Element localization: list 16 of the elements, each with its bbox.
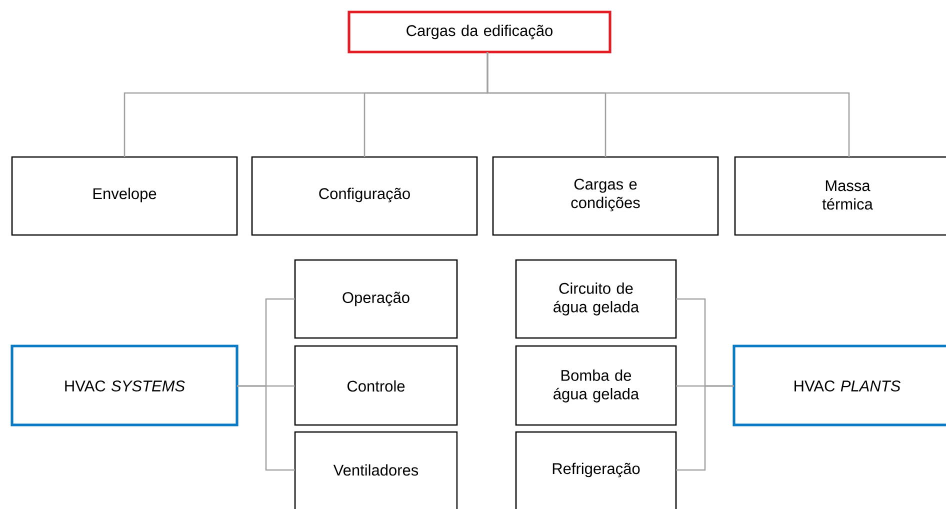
title-box: Cargas da edificação (348, 10, 612, 54)
process-box: Massa térmica (734, 156, 946, 236)
category-box: HVAC SYSTEMS (10, 344, 238, 426)
process-box: Circuito de água gelada (515, 259, 677, 339)
connector-line (486, 52, 850, 157)
process-box: Cargas e condições (492, 156, 719, 236)
process-box: Bomba de água gelada (515, 345, 677, 426)
connector-line (237, 385, 295, 471)
process-box: Controle (294, 345, 458, 426)
process-box: Refrigeração (515, 431, 677, 509)
category-box: HVAC PLANTS (732, 344, 946, 426)
process-box: Ventiladores (294, 431, 458, 509)
process-box: Envelope (11, 156, 238, 236)
connector-line (676, 385, 734, 471)
process-box: Operação (294, 259, 458, 339)
process-box: Configuração (251, 156, 478, 236)
